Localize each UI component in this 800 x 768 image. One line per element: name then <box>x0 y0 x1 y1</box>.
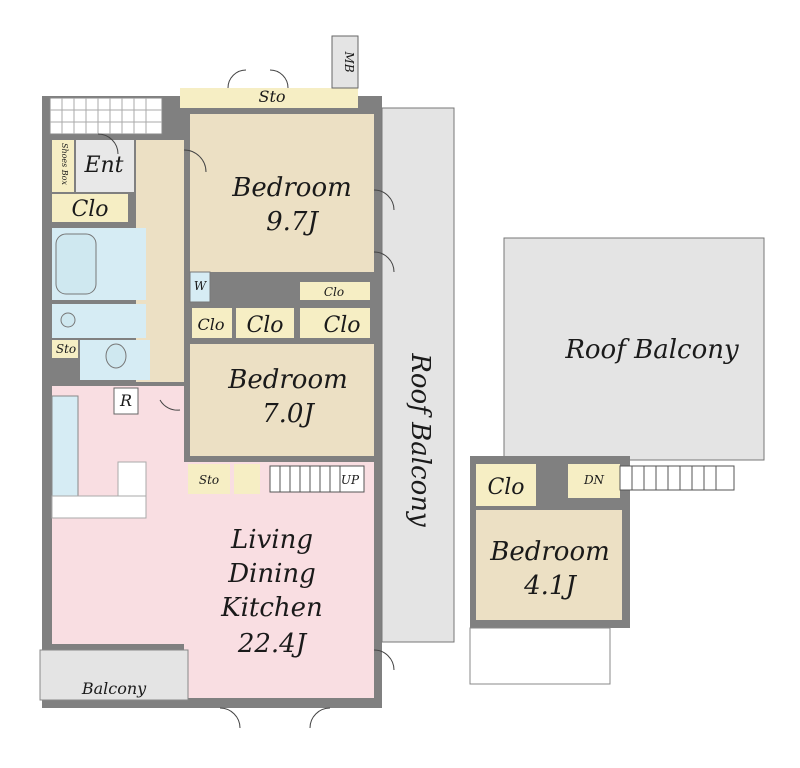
ldk-storage-label: Sto <box>199 473 219 487</box>
ldk-floor-main <box>184 462 374 698</box>
small-storage-label: Sto <box>56 342 76 356</box>
bedroom-large-closet <box>300 282 370 300</box>
ldk-line1: Living <box>230 525 313 555</box>
up-stairs <box>269 465 365 493</box>
storage-sto-ldk <box>188 464 230 494</box>
entrance-closet <box>52 194 128 222</box>
upper-closet-label: Clo <box>487 475 524 500</box>
upper-small-balcony <box>469 627 611 685</box>
roof-balcony-side <box>503 237 765 461</box>
ldk-floor-bottom <box>52 622 186 644</box>
ldk-size: 22.4J <box>237 629 308 659</box>
up-label: UP <box>341 473 360 487</box>
small-storage-left <box>52 340 78 358</box>
bedroom-large-closet-label: Clo <box>324 285 344 299</box>
ldk-line3: Kitchen <box>220 593 323 623</box>
bedroom-large <box>190 114 374 272</box>
wardrobe-w <box>189 271 211 303</box>
bedroom-small-name: Bedroom <box>489 537 610 567</box>
storage-small-ldk <box>234 464 260 494</box>
bedroom-medium-size: 7.0J <box>262 399 315 429</box>
roof-balcony-main-label: Roof Balcony <box>405 352 435 527</box>
entrance-floor <box>76 140 134 192</box>
ldk-line2: Dining <box>227 559 316 589</box>
wardrobe-label: W <box>194 279 208 293</box>
closet-c <box>300 308 370 338</box>
shoes-box-label: Shoes Box <box>60 143 69 186</box>
down-stairs <box>619 465 735 491</box>
wash-basin <box>60 312 76 328</box>
bedroom-small <box>476 510 622 620</box>
porch-tile-grid <box>50 98 162 134</box>
bedroom-large-name: Bedroom <box>231 173 352 203</box>
closet-b <box>236 308 294 338</box>
bedroom-medium <box>190 344 374 456</box>
fridge-label: R <box>119 391 132 410</box>
bedroom-medium-name: Bedroom <box>227 365 348 395</box>
mb-label: MB <box>342 50 356 72</box>
entrance-porch <box>49 97 163 135</box>
fridge-r <box>113 387 139 415</box>
dn-landing <box>568 464 620 498</box>
closet-b-label: Clo <box>246 313 283 338</box>
toilet-bowl <box>105 343 127 369</box>
door-swings <box>97 69 395 729</box>
closet-a-label: Clo <box>198 315 225 334</box>
entrance-label: Ent <box>83 153 123 178</box>
kitchen-island-top <box>117 461 147 497</box>
bathtub <box>55 233 97 295</box>
upper-closet <box>476 464 536 506</box>
bedroom-large-size: 9.7J <box>266 207 319 237</box>
balcony-area <box>39 649 189 701</box>
kitchen-counter <box>51 395 79 497</box>
roof-balcony-main <box>381 107 455 643</box>
top-storage <box>180 88 358 108</box>
shoes-box <box>52 140 74 192</box>
mb-box <box>331 35 359 89</box>
balcony-label: Balcony <box>81 679 147 698</box>
entrance-closet-label: Clo <box>71 197 108 222</box>
closet-c-label: Clo <box>323 313 360 338</box>
roof-balcony-side-label: Roof Balcony <box>564 335 739 365</box>
kitchen-island <box>51 495 147 519</box>
top-storage-label: Sto <box>258 87 285 106</box>
dn-label: DN <box>583 473 605 487</box>
bedroom-small-size: 4.1J <box>523 571 577 601</box>
closet-a <box>192 308 232 338</box>
